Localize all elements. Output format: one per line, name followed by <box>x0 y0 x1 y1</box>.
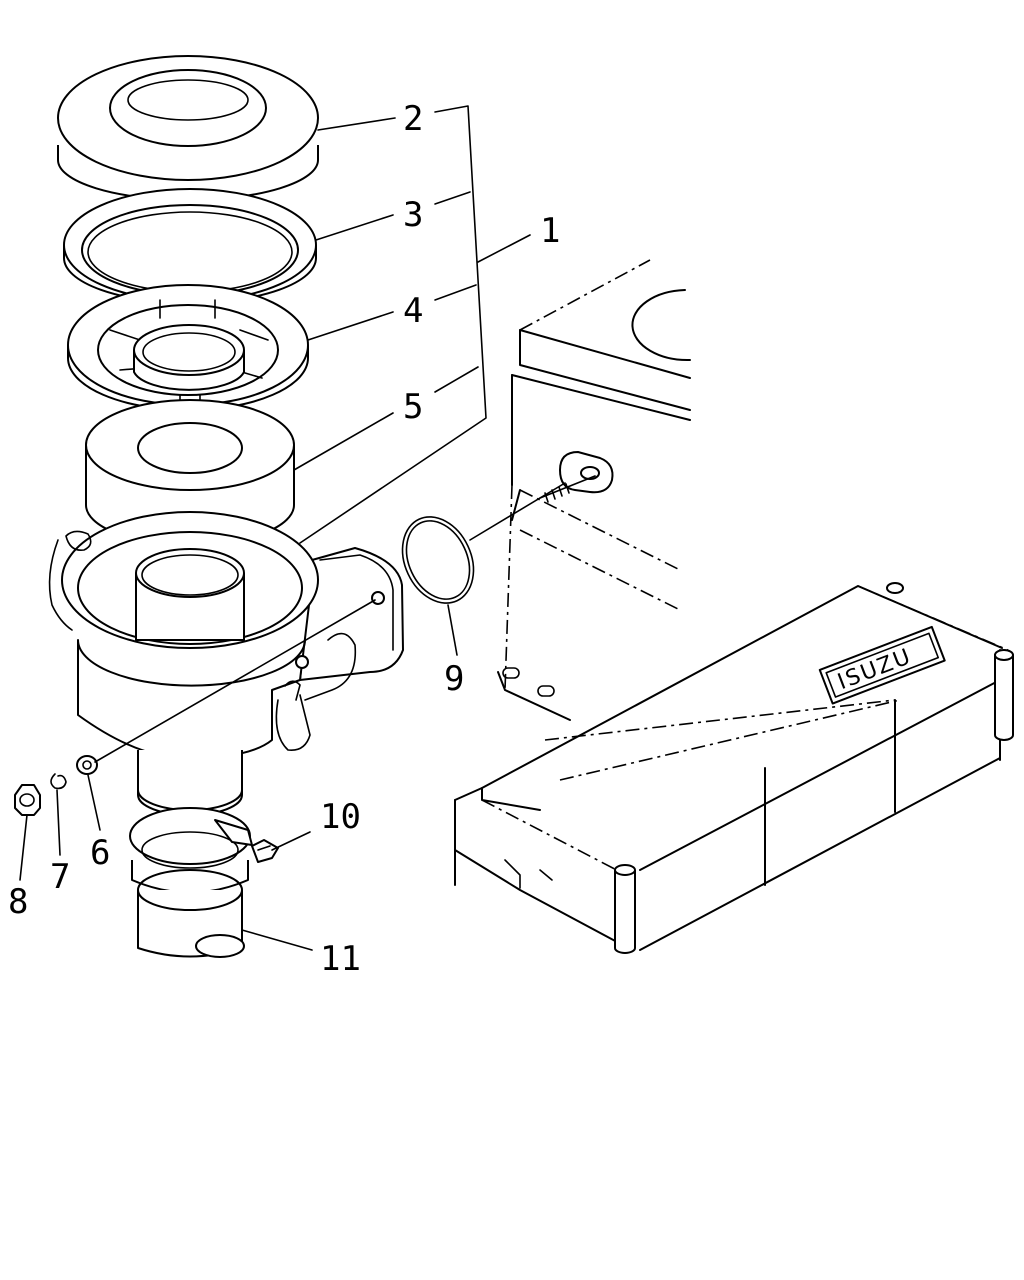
callout-3: 3 <box>403 195 423 235</box>
engine-block <box>497 259 691 721</box>
cleaner-body-part-1 <box>48 511 404 816</box>
spring-washer-part-7 <box>50 773 67 790</box>
callout-4: 4 <box>403 291 423 331</box>
cover-part-2 <box>57 55 319 201</box>
leader-lines <box>19 105 566 951</box>
gasket-9 <box>401 516 475 604</box>
washer-part-6 <box>76 755 98 775</box>
callout-10: 10 <box>320 797 361 837</box>
callout-7: 7 <box>50 857 70 897</box>
clamp-part-10 <box>129 807 279 894</box>
callout-6: 6 <box>90 833 110 873</box>
callout-9: 9 <box>444 659 464 699</box>
callout-8: 8 <box>8 882 28 922</box>
valve-cover: ISUZU <box>454 582 1014 954</box>
nut-part-8 <box>14 784 41 816</box>
callout-2: 2 <box>403 99 423 139</box>
elbow-part-11 <box>137 869 245 958</box>
callout-5: 5 <box>403 387 423 427</box>
callout-11: 11 <box>320 939 361 979</box>
isuzu-logo-plate: ISUZU <box>818 625 946 705</box>
baffle-part-4 <box>67 284 309 411</box>
callout-labels: 1 2 3 4 5 6 7 8 9 10 11 <box>8 99 560 979</box>
callout-1: 1 <box>540 211 560 251</box>
